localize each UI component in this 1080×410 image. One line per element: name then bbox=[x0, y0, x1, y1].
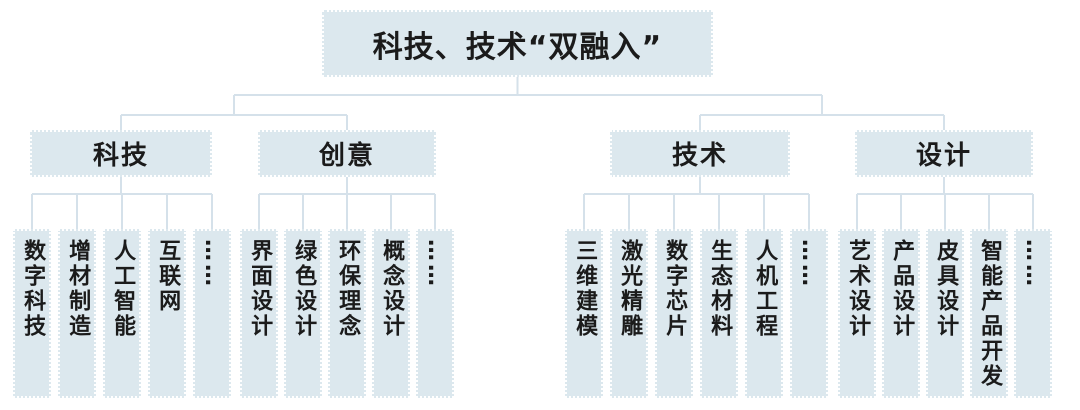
leaf-label: 智能产品开发 bbox=[977, 239, 1003, 389]
leaf-node: 界面设计 bbox=[240, 229, 278, 398]
leaf-label: 产品设计 bbox=[889, 239, 915, 339]
branch-connector-sheji bbox=[856, 177, 1034, 229]
leaf-node: 环保理念 bbox=[328, 229, 366, 398]
leaf-label: 艺术设计 bbox=[845, 239, 871, 339]
leaf-node: 数字芯片 bbox=[655, 229, 693, 398]
branch-connector-keji bbox=[31, 177, 213, 229]
ellipsis-label: …… bbox=[423, 239, 449, 289]
leaf-node-ellipsis: …… bbox=[193, 229, 231, 398]
leaf-node: 智能产品开发 bbox=[970, 229, 1008, 398]
leaf-node: 概念设计 bbox=[372, 229, 410, 398]
leaf-label: 界面设计 bbox=[247, 239, 273, 339]
leaf-node: 激光精雕 bbox=[610, 229, 648, 398]
leaf-label: 绿色设计 bbox=[291, 239, 317, 339]
leaf-label: 三维建模 bbox=[572, 239, 598, 339]
leaf-label: 生态材料 bbox=[707, 239, 733, 339]
leaf-label: 数字芯片 bbox=[662, 239, 688, 339]
branch-keji: 科技 bbox=[30, 130, 212, 177]
leaf-node: 皮具设计 bbox=[926, 229, 964, 398]
branch-label: 设计 bbox=[915, 141, 972, 171]
leaf-label: 人机工程 bbox=[752, 239, 778, 339]
branch-sheji: 设计 bbox=[855, 130, 1033, 177]
leaf-node: 艺术设计 bbox=[838, 229, 876, 398]
leaf-node: 绿色设计 bbox=[284, 229, 322, 398]
ellipsis-label: …… bbox=[1021, 239, 1047, 289]
leaf-node: 人机工程 bbox=[745, 229, 783, 398]
leaf-node-ellipsis: …… bbox=[790, 229, 828, 398]
leaf-node: 数字科技 bbox=[13, 229, 51, 398]
leaf-node: 增材制造 bbox=[58, 229, 96, 398]
leaf-label: 互联网 bbox=[155, 239, 181, 314]
leaf-label: 环保理念 bbox=[335, 239, 361, 339]
leaf-node: 人工智能 bbox=[103, 229, 141, 398]
leaf-node-ellipsis: …… bbox=[1014, 229, 1052, 398]
leaf-node: 三维建模 bbox=[565, 229, 603, 398]
branch-label: 科技 bbox=[92, 141, 149, 171]
branch-connector-chuangyi bbox=[258, 177, 436, 229]
branch-label: 技术 bbox=[671, 141, 728, 171]
branch-label: 创意 bbox=[318, 141, 375, 171]
leaf-label: 概念设计 bbox=[379, 239, 405, 339]
branch-jishu: 技术 bbox=[610, 130, 790, 177]
leaf-node: 生态材料 bbox=[700, 229, 738, 398]
ellipsis-label: …… bbox=[200, 239, 226, 289]
leaf-node: 产品设计 bbox=[882, 229, 920, 398]
leaf-node: 互联网 bbox=[148, 229, 186, 398]
ellipsis-label: …… bbox=[797, 239, 823, 289]
branch-chuangyi: 创意 bbox=[258, 130, 436, 177]
leaf-label: 增材制造 bbox=[65, 239, 91, 339]
root-node-label: 科技、技术“双融入” bbox=[372, 29, 663, 65]
leaf-label: 人工智能 bbox=[110, 239, 136, 339]
leaf-label: 激光精雕 bbox=[617, 239, 643, 339]
leaf-node-ellipsis: …… bbox=[416, 229, 454, 398]
leaf-label: 数字科技 bbox=[20, 239, 46, 339]
root-node: 科技、技术“双融入” bbox=[322, 10, 713, 77]
root-connector bbox=[120, 77, 945, 130]
leaf-label: 皮具设计 bbox=[933, 239, 959, 339]
branch-connector-jishu bbox=[583, 177, 810, 229]
